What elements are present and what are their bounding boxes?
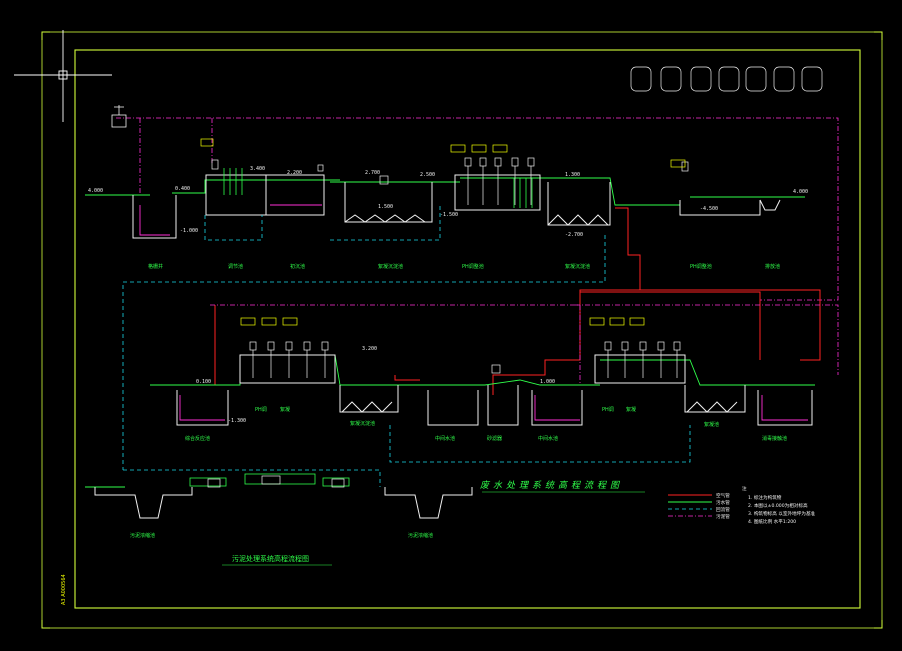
row2-label-6: 中间水池 (538, 435, 558, 442)
row2-label-8: 絮凝 (626, 406, 636, 413)
elev-16: 1.000 (540, 379, 555, 385)
row2-label-4: 中间水池 (435, 435, 455, 442)
inner-frame (74, 49, 861, 609)
legend-label-2: 回流管 (716, 506, 730, 513)
air-line (492, 207, 641, 395)
note-0: 1. 标注为构筑物 (748, 494, 782, 501)
side-stamp: A3 A000564 (61, 574, 67, 605)
row2-label-10: 消毒接触池 (762, 435, 787, 442)
note-3: 4. 图纸比例 水平1:200 (748, 518, 796, 525)
row1-label-7: 排放池 (765, 263, 780, 270)
main-title: 废水处理系统高程流程图 (480, 480, 623, 491)
legend-label-1: 污水管 (716, 499, 730, 506)
legend-label-0: 空气管 (716, 492, 730, 499)
elev-13: 0.100 (196, 379, 211, 385)
legend: 空气管 污水管 回流管 污泥管 (668, 492, 730, 520)
note-1: 2. 本图以±0.000为相对标高 (748, 502, 808, 509)
row2-label-9: 絮凝池 (704, 421, 719, 428)
lower-title: 污泥处理系统高程流程图 (232, 554, 309, 563)
row1-label-6: PH调整池 (690, 263, 712, 270)
elev-12: 4.000 (793, 189, 808, 195)
elev-9: -2.700 (565, 232, 583, 238)
row3-label-1: 污泥浓缩池 (408, 532, 433, 539)
row3-label-0: 污泥浓缩池 (130, 532, 155, 539)
row1-label-2: 初沉池 (290, 263, 305, 270)
row2-label-2: 絮凝 (280, 406, 290, 413)
elev-14: -1.300 (228, 418, 246, 424)
note-2: 3. 构筑物标高 以室外地坪为基准 (748, 510, 815, 517)
elev-8: -1.500 (440, 212, 458, 218)
row2-label-3: 絮凝沉淀池 (350, 420, 375, 427)
elev-5: 1.500 (378, 204, 393, 210)
row1-process: 格栅井 调节池 初沉池 絮凝沉淀池 PH调整池 絮凝沉淀池 PH调整池 排放池 … (85, 105, 839, 470)
notes: 注 1. 标注为构筑物 2. 本图以±0.000为相对标高 3. 构筑物标高 以… (742, 485, 815, 525)
row1-label-3: 絮凝沉淀池 (378, 263, 403, 270)
row1-label-0: 格栅井 (148, 263, 163, 270)
elev-10: 1.300 (565, 172, 580, 178)
row2-label-7: PH调 (602, 406, 614, 413)
row2-label-1: PH调 (255, 406, 267, 413)
elev-7: 2.500 (420, 172, 435, 178)
intake-valve-icon (111, 105, 127, 128)
outer-frame (41, 31, 883, 629)
row2-label-5: 砂滤器 (487, 435, 502, 442)
row1-label-5: 絮凝沉淀池 (565, 263, 590, 270)
legend-label-3: 污泥管 (716, 513, 730, 520)
elev-6: 2.700 (365, 170, 380, 176)
elev-0: 4.000 (88, 188, 103, 194)
crosshair-icon[interactable] (14, 30, 112, 122)
row2-label-0: 综合反应池 (185, 435, 210, 442)
elev-4: 2.200 (287, 170, 302, 176)
row1-label-1: 调节池 (228, 263, 243, 270)
title-block-icons (630, 66, 823, 92)
elev-1: 0.400 (175, 186, 190, 192)
elev-2: -1.000 (180, 228, 198, 234)
row3-process: 污泥浓缩池 污泥浓缩池 污泥处理系统高程流程图 (85, 469, 473, 566)
row2-process: 综合反应池 PH调 絮凝 絮凝沉淀池 中间水池 砂滤器 中间水池 PH调 絮凝 … (150, 304, 839, 463)
notes-header: 注 (742, 485, 747, 492)
row1-label-4: PH调整池 (462, 263, 484, 270)
elev-11: -4.500 (700, 206, 718, 212)
elev-15: 3.200 (362, 346, 377, 352)
elev-3: 3.400 (250, 166, 265, 172)
corner-marks (41, 31, 883, 629)
